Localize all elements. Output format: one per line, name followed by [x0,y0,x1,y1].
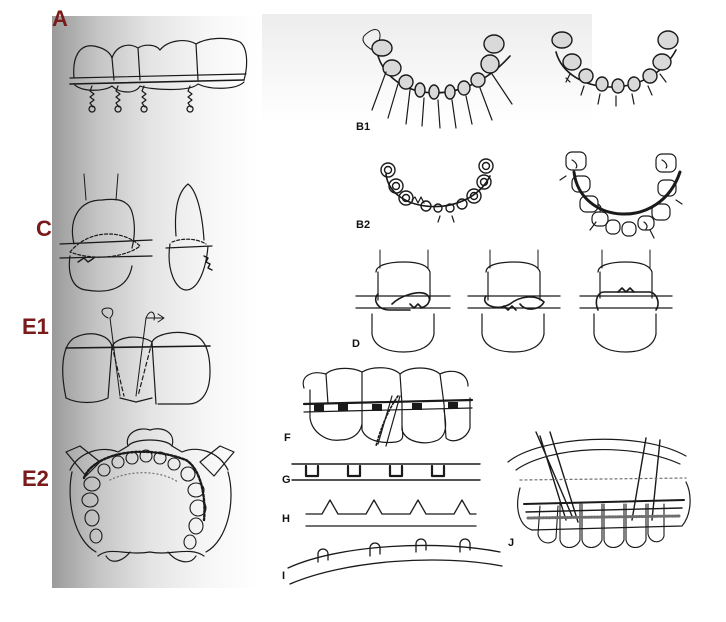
panel-b1-occlusal-wiring [362,29,679,129]
panel-label-h: H [282,513,290,525]
panel-e1-figure-eight-wiring [62,307,211,405]
panel-label-c: C [36,216,52,241]
panel-a-teeth-wire-loops [69,37,248,113]
panel-label-e1: E1 [22,314,49,339]
panel-label-a: A [52,6,68,31]
panel-label-g: G [282,474,291,486]
panel-label-i: I [282,570,286,582]
scan-shadow-left [52,16,257,588]
panel-g-bar-profile [291,463,481,481]
panel-label-b2: B2 [356,219,371,231]
panel-d-interdental-loops [355,249,673,353]
panel-c-incisor-cross-section [59,173,213,292]
panel-h-hooked-bar [305,499,477,527]
panel-e2-maxillary-arch-splint [65,428,235,563]
scan-shadow-top [262,14,592,124]
panel-label-f: F [284,432,291,444]
panel-j-arch-bar-frontal [507,431,691,549]
panel-label-e2: E2 [22,466,49,491]
panel-label-d: D [352,338,360,350]
panel-b2-eyelet-wiring [380,151,683,239]
panel-i-curved-cutout-bar [287,538,503,585]
panel-f-bonded-splint-teeth [302,367,474,447]
panel-label-j: J [508,537,515,549]
panel-label-b1: B1 [356,121,371,133]
